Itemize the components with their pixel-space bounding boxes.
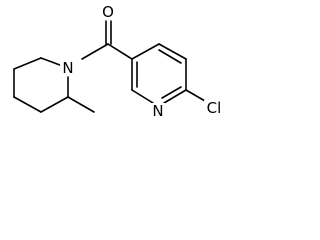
piperidine-bond-c4-c3	[13, 96, 42, 113]
chloro-bond	[185, 89, 206, 102]
piperidine-nitrogen-label: N	[62, 59, 73, 77]
carbonyl-bond-to-piperidine-n	[81, 43, 109, 60]
carbonyl-oxygen-label-background	[101, 4, 115, 20]
pyridine-inner-bond-c6-n1	[161, 86, 182, 99]
pyridine-bond-c3-c4	[131, 43, 160, 60]
piperidine-bond-c6-c5	[13, 57, 42, 70]
pyridine-bond-n1-c2	[131, 89, 154, 104]
pyridine-nitrogen-label: N	[152, 102, 163, 120]
piperidine-nitrogen-label-background	[60, 60, 75, 76]
carbonyl-bond-to-pyridine	[107, 43, 133, 60]
chlorine-label: Cl	[207, 99, 222, 117]
pyridine-inner-bond-c4-c5	[158, 49, 182, 64]
chemical-structure-diagram: O N N Cl	[13, 3, 224, 120]
pyridine-bond-c6-n1	[163, 89, 187, 104]
carbonyl-oxygen-label: O	[102, 3, 114, 21]
pyridine-bond-c4-c5	[158, 43, 187, 60]
piperidine-bond-c3-c2	[40, 96, 69, 113]
pyridine-nitrogen-label-background	[151, 103, 165, 119]
chlorine-label-background	[204, 100, 224, 116]
methyl-bond	[67, 96, 95, 113]
